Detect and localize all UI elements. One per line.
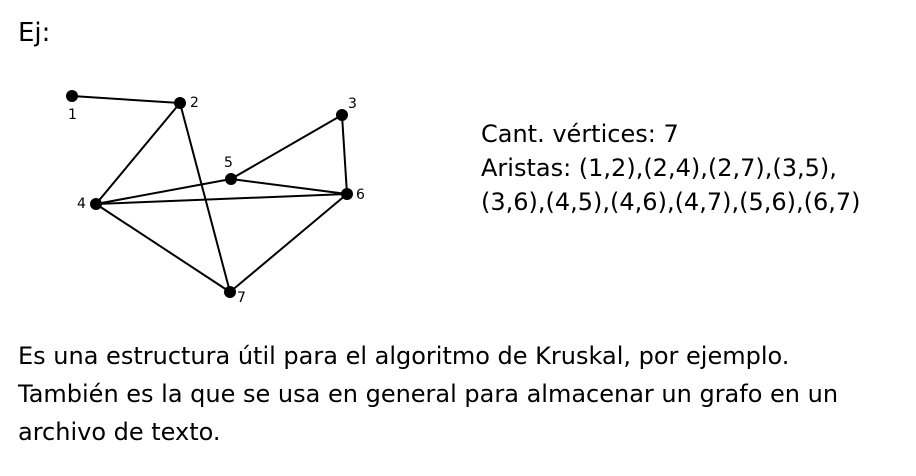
vertex-label-7: 7 — [237, 290, 246, 306]
edge-3-5 — [230, 114, 343, 180]
graph-diagram: 1 2 3 4 5 6 7 — [66, 90, 365, 306]
vertex-label-1: 1 — [68, 107, 77, 123]
vertex-5 — [225, 173, 237, 185]
example-heading: Ej: — [18, 18, 51, 48]
description-line-1: Es una estructura útil para el algoritmo… — [18, 342, 790, 370]
edge-list-text-line-2: (3,6),(4,5),(4,6),(4,7),(5,6),(6,7) — [481, 188, 861, 216]
vertex-label-4: 4 — [77, 196, 86, 212]
vertex-1 — [66, 90, 78, 102]
description-paragraph: Es una estructura útil para el algoritmo… — [18, 337, 838, 451]
edge-1-2 — [71, 95, 181, 104]
graph-info: Cant. vértices: 7 Aristas: (1,2),(2,4),(… — [481, 117, 861, 219]
vertex-7 — [224, 286, 236, 298]
vertex-label-2: 2 — [190, 95, 199, 111]
description-line-3: archivo de texto. — [18, 418, 221, 446]
vertex-6 — [341, 188, 353, 200]
vertex-3 — [336, 109, 348, 121]
edge-list-text-line-1: Aristas: (1,2),(2,4),(2,7),(3,5), — [481, 154, 837, 182]
vertex-2 — [174, 97, 186, 109]
vertex-count-text: Cant. vértices: 7 — [481, 120, 679, 148]
edge-2-4 — [95, 102, 181, 205]
edge-6-7 — [229, 193, 348, 293]
description-line-2: También es la que se usa en general para… — [18, 380, 839, 408]
vertex-4 — [90, 198, 102, 210]
vertex-label-3: 3 — [348, 96, 357, 112]
edge-2-7 — [179, 102, 231, 293]
edge-3-6 — [341, 114, 348, 195]
edge-4-5 — [95, 178, 232, 205]
vertex-label-6: 6 — [356, 187, 365, 203]
edge-5-6 — [230, 178, 348, 195]
edge-4-6 — [95, 193, 348, 205]
edge-4-7 — [95, 203, 231, 293]
vertex-label-5: 5 — [224, 155, 233, 171]
